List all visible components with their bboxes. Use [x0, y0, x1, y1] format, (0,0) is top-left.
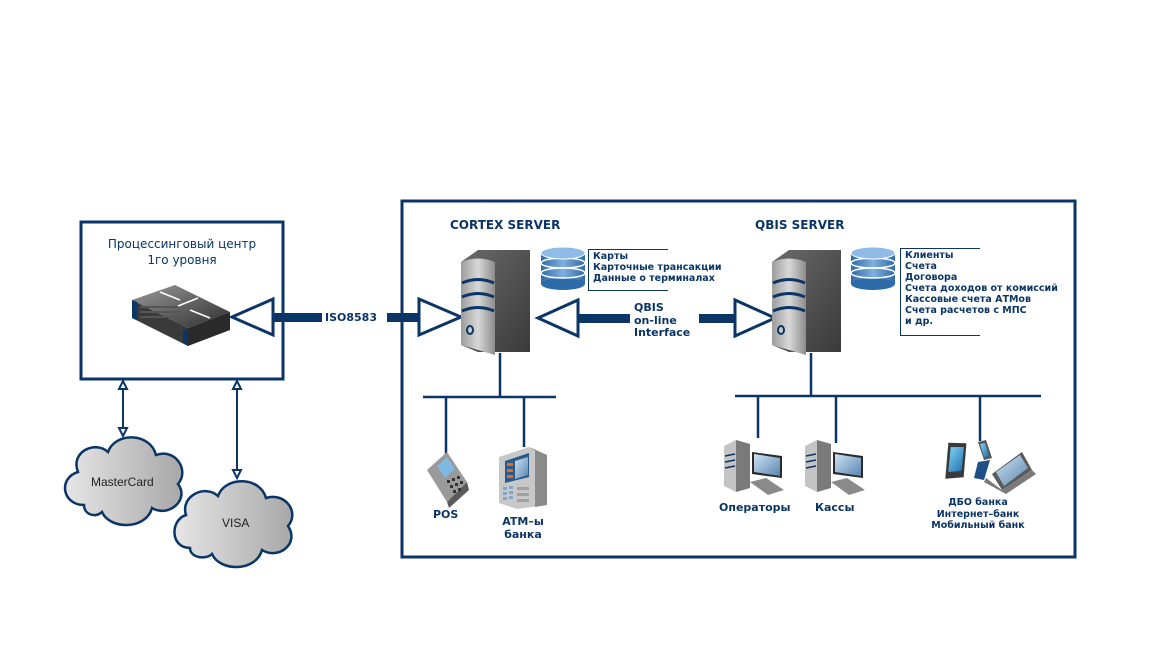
cortex-db-item: Данные о терминалах — [593, 273, 715, 284]
cortex-server-icon — [461, 250, 530, 355]
visa-connector — [231, 378, 243, 481]
remote-banking-line1: ДБО банка — [948, 497, 1008, 508]
visa-cloud — [173, 480, 294, 569]
qbis-db-item: Счета — [905, 261, 937, 272]
processing-center-title: Процессинговый центр 1го уровня — [81, 236, 283, 268]
cortex-network-bus — [423, 353, 556, 455]
qbis-db-item: Счета расчетов с МПС — [905, 305, 1027, 316]
remote-banking-line2: Интернет–банк — [936, 508, 1020, 520]
remote-banking-line3: Мобильный банк — [931, 520, 1025, 531]
qbis-db-item: Договора — [905, 272, 958, 283]
atm-label-line1: ATM–ы — [502, 515, 544, 528]
qbis-db-info: Клиенты Счета Договора Счета доходов от … — [900, 248, 1062, 336]
qbis-link — [534, 297, 779, 339]
mastercard-connector — [117, 378, 129, 439]
pos-terminal-icon — [427, 452, 469, 508]
processing-center-title-line2: 1го уровня — [147, 253, 217, 267]
qbis-db-item: Счета доходов от комиссий — [905, 283, 1058, 294]
atm-icon — [499, 447, 547, 509]
cortex-database-icon — [540, 246, 586, 290]
processing-center-title-line1: Процессинговый центр — [107, 237, 257, 251]
cortex-db-item: Карточные трансакции — [593, 262, 722, 273]
atm-label-line2: банка — [504, 528, 542, 541]
pos-label: POS — [433, 508, 459, 521]
cortex-db-item: Карты — [593, 251, 629, 262]
iso-link — [228, 296, 465, 338]
mobile-devices-icon — [945, 440, 1036, 494]
qbis-network-bus — [735, 353, 1041, 443]
bank-system-box — [400, 199, 1077, 559]
qbis-db-item: Кассовые счета АТМов — [905, 294, 1031, 305]
qbis-link-label-line1: QBIS — [634, 301, 664, 314]
mastercard-label: MasterCard — [91, 475, 154, 489]
cortex-db-info: Карты Карточные трансакции Данные о терм… — [588, 249, 726, 291]
operators-label: Операторы — [719, 501, 791, 514]
cortex-server-title: CORTEX SERVER — [450, 218, 561, 232]
remote-banking-label: ДБО банка Интернет–банк Мобильный банк — [928, 497, 1028, 532]
atm-label: ATM–ы банка — [494, 515, 552, 541]
processing-center-box — [79, 220, 285, 381]
visa-label: VISA — [222, 516, 250, 530]
operators-workstation-icon — [724, 440, 784, 495]
qbis-link-label-line3: Interface — [634, 326, 691, 339]
cashiers-label: Кассы — [815, 501, 855, 514]
cashiers-workstation-icon — [805, 440, 865, 495]
qbis-db-item: и др. — [905, 316, 934, 327]
qbis-link-label-line2: on-line — [634, 313, 677, 327]
qbis-database-icon — [850, 246, 896, 290]
qbis-link-label: QBIS on-line Interface — [634, 301, 691, 340]
iso-link-label: ISO8583 — [325, 311, 377, 324]
qbis-db-item: Клиенты — [905, 250, 954, 261]
network-switch-icon — [132, 285, 230, 346]
qbis-server-title: QBIS SERVER — [755, 218, 845, 232]
mastercard-cloud — [63, 436, 184, 527]
qbis-server-icon — [772, 250, 841, 355]
